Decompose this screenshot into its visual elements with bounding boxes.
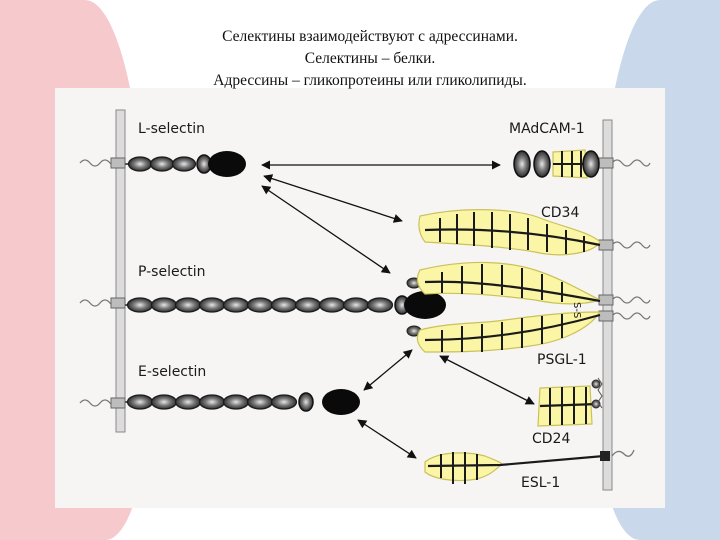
cd34-molecule xyxy=(418,209,601,256)
arrow-e-psgl xyxy=(363,349,413,391)
consensus-repeat-bead xyxy=(174,394,202,410)
p-selectin-lectin-domain xyxy=(404,291,446,319)
consensus-repeat-bead xyxy=(222,394,250,410)
p-selectin-label: P-selectin xyxy=(138,264,206,280)
title-line-1: Селектины взаимодействуют с адрессинами. xyxy=(222,28,518,45)
consensus-repeat-bead xyxy=(270,297,298,313)
arrow-psgl-cd24 xyxy=(439,355,535,405)
consensus-repeat-bead xyxy=(198,394,226,410)
l-selectin-chain xyxy=(125,154,212,174)
cd24-label: CD24 xyxy=(532,431,570,447)
leukocyte-membrane xyxy=(115,109,126,433)
consensus-repeat-bead xyxy=(174,297,202,313)
left-anchors xyxy=(79,159,119,407)
consensus-repeat-bead xyxy=(222,297,250,313)
madcam-label: MAdCAM-1 xyxy=(509,121,585,137)
arrow-l-psgl xyxy=(261,185,391,274)
right-anchors xyxy=(611,159,651,457)
consensus-repeat-bead xyxy=(127,156,153,172)
arrow-e-esl xyxy=(357,419,417,459)
consensus-repeat-bead xyxy=(294,297,322,313)
consensus-repeat-bead xyxy=(246,394,274,410)
consensus-repeat-bead xyxy=(149,156,175,172)
esl-label: ESL-1 xyxy=(521,475,560,491)
title-line-3: Адрессины – гликопротеины или гликолипид… xyxy=(213,72,527,89)
consensus-repeat-bead xyxy=(198,297,226,313)
consensus-repeat-bead xyxy=(126,394,154,410)
psgl-1-lower-arm xyxy=(416,311,602,353)
e-selectin-label: E-selectin xyxy=(138,364,206,380)
l-selectin-label: L-selectin xyxy=(138,121,205,137)
madcam-1-molecule xyxy=(513,149,600,179)
consensus-repeat-bead xyxy=(126,297,154,313)
slide-title: Селектины взаимодействуют с адрессинами.… xyxy=(0,26,720,92)
e-selectin-lectin-domain xyxy=(322,389,360,415)
psgl-1-upper-arm xyxy=(416,261,602,305)
consensus-repeat-bead xyxy=(342,297,370,313)
consensus-repeat-bead xyxy=(270,394,298,410)
interaction-arrows xyxy=(261,160,535,459)
consensus-repeat-bead xyxy=(150,394,178,410)
e-selectin-chain xyxy=(125,392,314,412)
consensus-repeat-bead xyxy=(366,297,394,313)
consensus-repeat-bead xyxy=(150,297,178,313)
title-line-2: Селектины – белки. xyxy=(304,50,436,67)
psgl-label: PSGL-1 xyxy=(537,352,587,368)
arrow-l-cd34 xyxy=(263,174,403,223)
disulfide-label: S-S xyxy=(571,302,582,318)
cd34-label: CD34 xyxy=(541,205,579,221)
consensus-repeat-bead xyxy=(318,297,346,313)
egf-domain-bead xyxy=(298,392,314,412)
l-selectin-lectin-domain xyxy=(208,151,246,177)
consensus-repeat-bead xyxy=(171,156,197,172)
p-selectin-chain xyxy=(125,295,410,315)
consensus-repeat-bead xyxy=(246,297,274,313)
cd24-molecule xyxy=(537,377,603,427)
esl-1-molecule xyxy=(424,451,610,484)
